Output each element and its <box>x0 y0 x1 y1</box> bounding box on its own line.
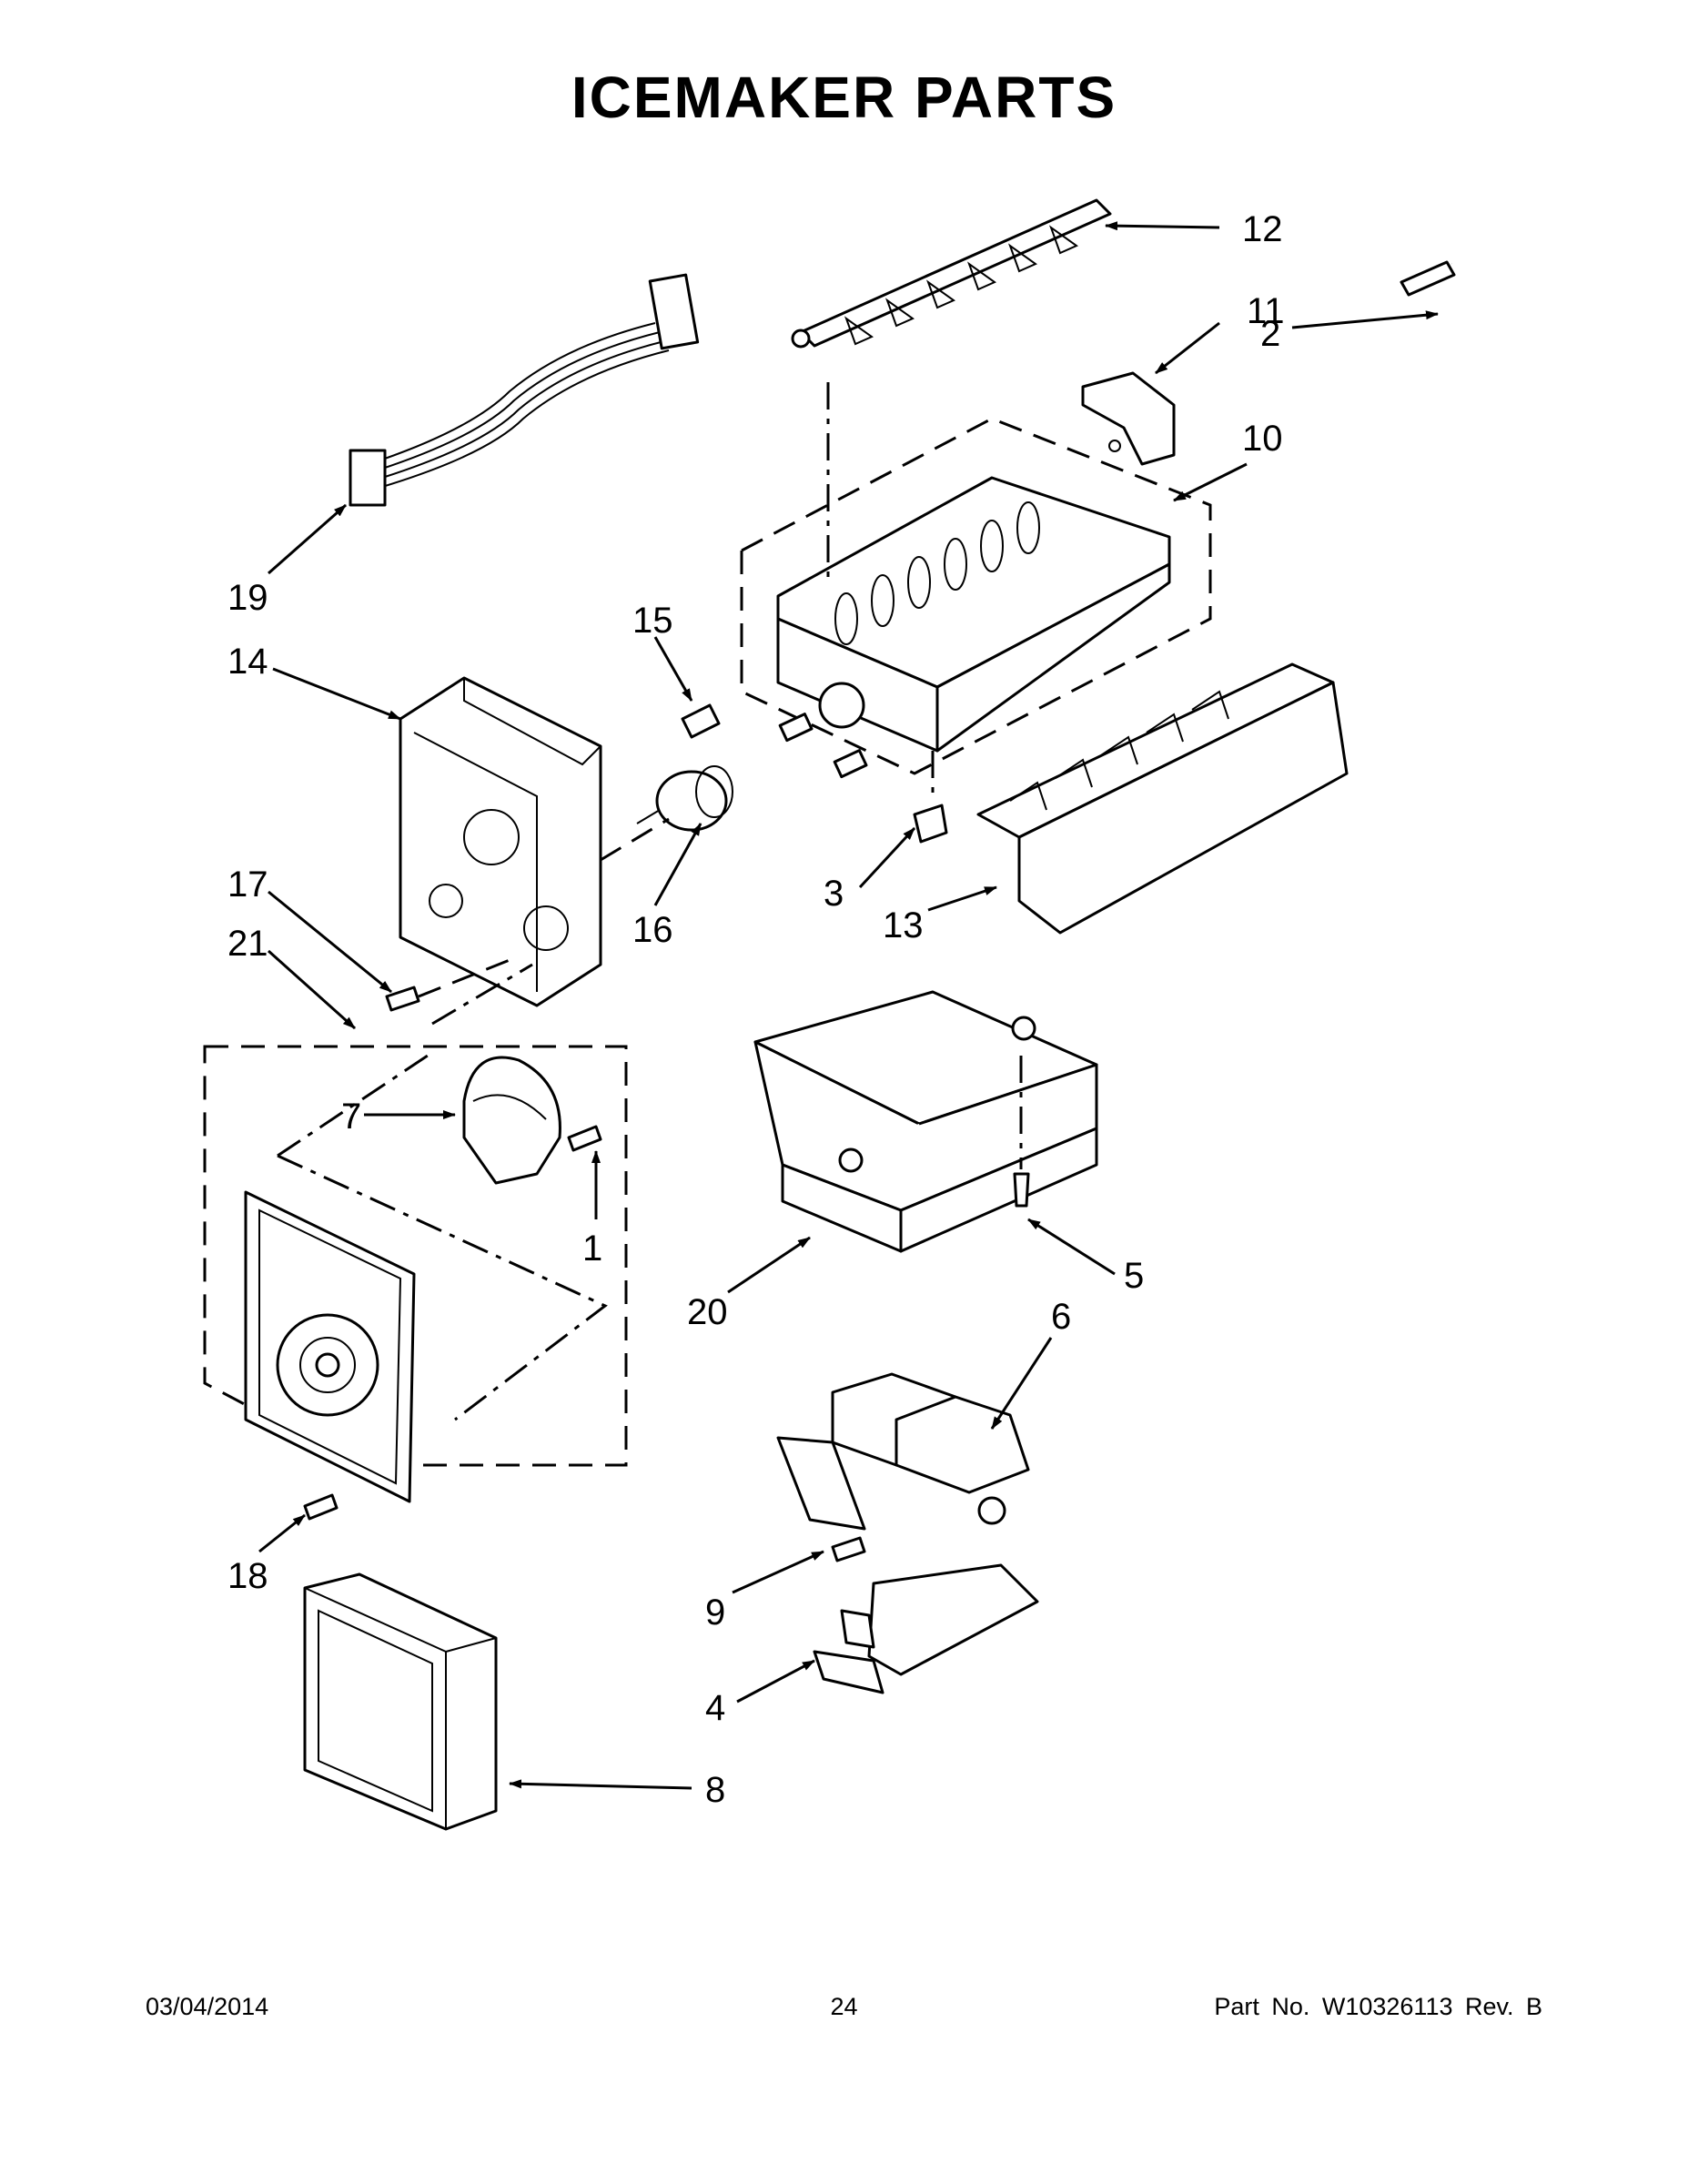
thermostat-clip <box>681 703 721 739</box>
callout-16: 16 <box>632 910 673 950</box>
screw <box>385 986 420 1012</box>
callout-6: 6 <box>1051 1297 1071 1337</box>
callout-leaders <box>258 221 1439 1790</box>
callout-19: 19 <box>227 578 268 618</box>
callout-11: 11 <box>1247 291 1285 331</box>
screw <box>303 1493 339 1521</box>
thermostat <box>636 765 733 832</box>
ejector-blade <box>791 198 1112 349</box>
callout-17: 17 <box>227 864 268 905</box>
motor <box>462 1056 561 1185</box>
page-title: ICEMAKER PARTS <box>571 65 1117 130</box>
callout-1: 1 <box>582 1228 602 1269</box>
callout-13: 13 <box>883 905 924 945</box>
callout-labels: 12 11 2 10 19 14 15 16 17 21 7 1 18 3 13… <box>227 209 1285 1810</box>
callout-8: 8 <box>705 1770 725 1810</box>
ice-tray <box>753 990 1098 1253</box>
callout-14: 14 <box>227 642 268 682</box>
callout-4: 4 <box>705 1688 725 1728</box>
screw <box>567 1125 602 1152</box>
water-valve <box>776 1372 1030 1531</box>
callout-20: 20 <box>687 1292 728 1332</box>
footer-page-number: 24 <box>830 1993 858 2020</box>
callout-7: 7 <box>341 1097 361 1137</box>
callout-10: 10 <box>1242 419 1283 459</box>
callout-2: 2 <box>1260 314 1280 354</box>
ice-mold <box>740 417 1212 779</box>
callout-12: 12 <box>1242 209 1283 249</box>
mounting-plate <box>244 1190 416 1503</box>
callout-5: 5 <box>1124 1256 1144 1296</box>
wire-harness <box>349 273 700 507</box>
footer-part-number: Part No. W10326113 Rev. B <box>1214 1993 1542 2020</box>
alignment-line <box>600 817 670 862</box>
screw <box>831 1536 866 1562</box>
alignment-line <box>418 958 510 998</box>
front-cover <box>303 1572 498 1831</box>
callout-15: 15 <box>632 601 673 641</box>
callout-9: 9 <box>705 1592 725 1633</box>
motor-assembly-box <box>203 1045 628 1467</box>
fill-tube <box>898 260 1463 1933</box>
callout-3: 3 <box>824 874 844 914</box>
alignment-line <box>431 963 533 1026</box>
footer-date: 03/04/2014 <box>146 1993 269 2020</box>
mounting-bracket <box>1081 371 1176 466</box>
screw <box>1013 1172 1030 1208</box>
ice-stripper <box>976 662 1349 935</box>
valve-bracket <box>813 1563 1039 1694</box>
callout-18: 18 <box>227 1556 268 1596</box>
icemaker-housing <box>399 676 602 1007</box>
callout-21: 21 <box>227 924 268 964</box>
clip <box>913 804 948 844</box>
